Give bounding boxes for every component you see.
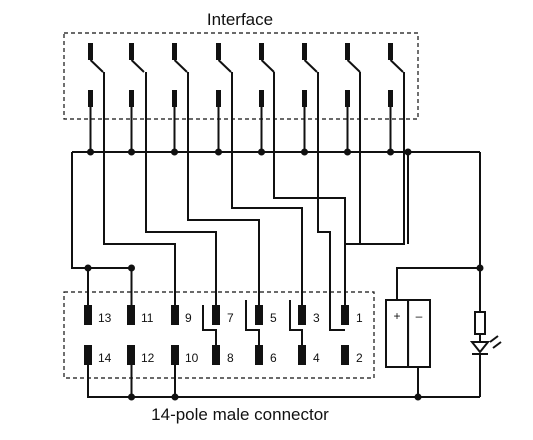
pin-6 [255,345,263,365]
pin-label: 13 [98,311,112,325]
pin-11 [127,305,135,325]
plus-sign: + [393,309,400,323]
switch-contact [172,43,177,60]
pin-bridges [202,300,303,345]
led-diode-icon [469,341,491,354]
routing-wires [71,72,409,331]
pin-label: 3 [313,311,320,325]
switch-contact [88,90,93,107]
pin-13 [84,305,92,325]
pin-label: 4 [313,351,320,365]
resistor [474,311,486,335]
switch-contact [216,90,221,107]
interface-switches-upper [88,43,393,60]
switch-contact [129,90,134,107]
pin-9 [171,305,179,325]
interface-box [63,32,419,120]
pin-1 [341,305,349,325]
switch-contact [388,90,393,107]
bus-junctions [87,148,412,156]
bottom-return-bus [87,365,480,401]
pin-label: 5 [270,311,277,325]
pin-14 [84,345,92,365]
pin-12 [127,345,135,365]
led-indicator [469,152,502,397]
switch-contact [345,43,350,60]
switch-contact [172,90,177,107]
connector-pins-bottom [84,345,349,365]
pin-label: 1 [356,311,363,325]
pin-label: 7 [227,311,234,325]
pin-2 [341,345,349,365]
connector-labels-top: 13 11 9 7 5 3 1 [98,311,363,325]
pin-7 [212,305,220,325]
interface-switch-levers [89,59,404,73]
led-ray-icon [492,341,502,349]
interface-switches-lower [88,90,393,107]
pin-label: 11 [141,311,154,325]
pin-3 [298,305,306,325]
connector-labels-bottom: 14 12 10 8 6 4 2 [98,351,363,365]
minus-sign: – [416,309,423,323]
pin-label: 9 [185,311,192,325]
switch-contact [345,90,350,107]
power-block: + – [385,264,484,368]
pin-5 [255,305,263,325]
pin-label: 14 [98,351,112,365]
led-ray-icon [489,335,499,343]
connector-pins-top [84,305,349,325]
pin-label: 8 [227,351,234,365]
switch-contact [88,43,93,60]
switch-contact [129,43,134,60]
connector-junctions [84,264,135,305]
interface-label: Interface [207,10,273,29]
pin-8 [212,345,220,365]
pin-label: 10 [185,351,199,365]
switch-contact [259,90,264,107]
switch-contact [302,43,307,60]
pin-label: 2 [356,351,363,365]
pin-10 [171,345,179,365]
interface-drops [89,107,392,152]
connector-label: 14-pole male connector [151,405,329,424]
pin-label: 12 [141,351,155,365]
switch-contact [388,43,393,60]
switch-contact [259,43,264,60]
connector-box [63,291,375,379]
switch-contact [302,90,307,107]
switch-contact [216,43,221,60]
pin-label: 6 [270,351,277,365]
pin-4 [298,345,306,365]
